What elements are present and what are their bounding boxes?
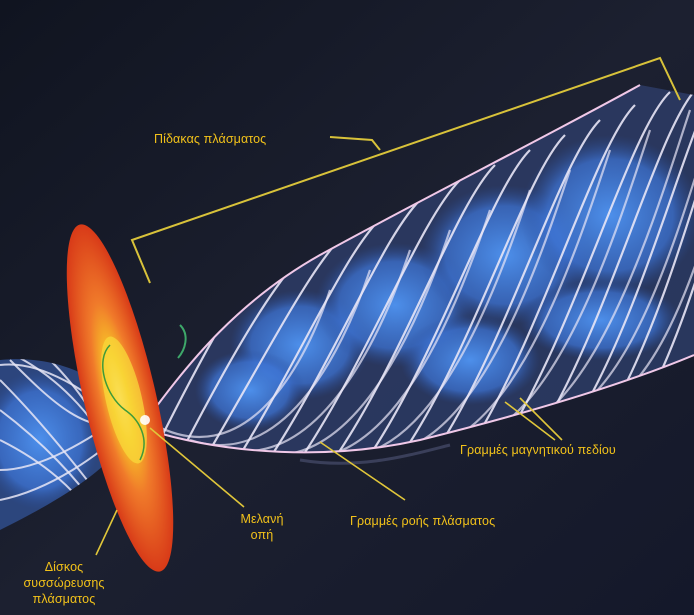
accretion-disk-label-line2: συσσώρευσης	[8, 575, 120, 591]
black-hole-label-line1: Μελανή	[234, 511, 290, 527]
accretion-disk-label-line3: πλάσματος	[8, 591, 120, 607]
plasma-flow-lines-label: Γραμμές ροής πλάσματος	[350, 513, 495, 529]
jet-label: Πίδακας πλάσματος	[154, 131, 266, 147]
accretion-disk-label: Δίσκος συσσώρευσης πλάσματος	[8, 559, 120, 607]
black-hole-label: Μελανή οπή	[234, 511, 290, 543]
black-hole-label-line2: οπή	[234, 527, 290, 543]
magnetic-field-lines-label: Γραμμές μαγνητικού πεδίου	[460, 442, 616, 458]
black-hole	[140, 415, 150, 425]
accretion-disk-label-line1: Δίσκος	[8, 559, 120, 575]
